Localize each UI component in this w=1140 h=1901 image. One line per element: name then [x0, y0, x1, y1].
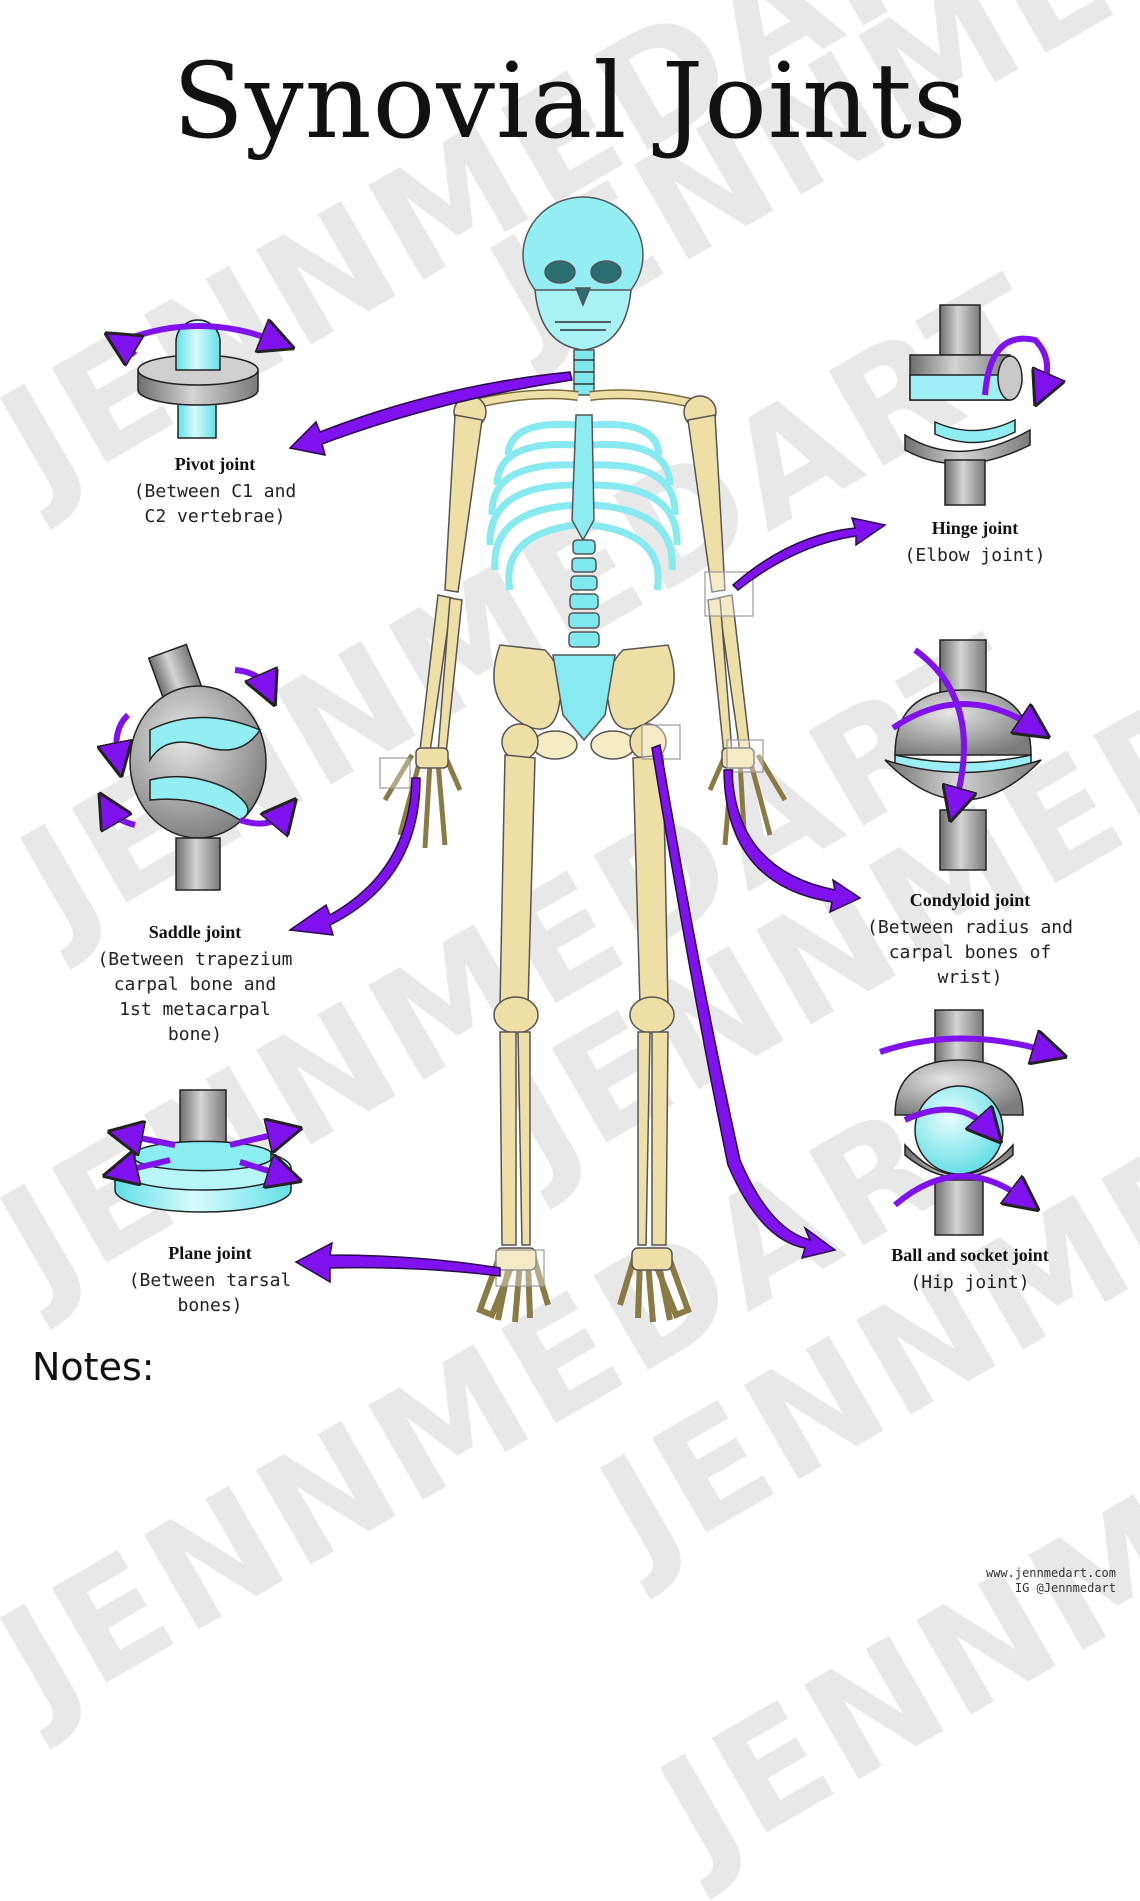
ball-and-socket-joint-label: Ball and socket joint (Hip joint) [845, 1245, 1095, 1295]
pelvis [493, 644, 675, 760]
joint-description: (Elbow joint) [904, 545, 1046, 566]
saddle-joint-icon [108, 643, 285, 891]
right-arm [683, 395, 788, 849]
joint-name: Ball and socket joint [891, 1245, 1049, 1265]
pivot-joint-icon [120, 320, 278, 439]
rib-cage [486, 420, 681, 591]
ball-and-socket-joint-icon [879, 1009, 1050, 1236]
left-arm [382, 395, 487, 849]
joint-description: (Between tarsal bones) [128, 1270, 292, 1316]
joint-name: Plane joint [168, 1243, 252, 1263]
spine [568, 539, 600, 648]
hinge-joint-icon [904, 304, 1047, 506]
skull-icon [522, 196, 644, 351]
joint-description: (Hip joint) [910, 1272, 1030, 1293]
footer: www.jennmedart.com IG @Jennmedart [986, 1566, 1116, 1596]
page-title: Synovial Joints [172, 40, 968, 162]
plane-joint-icon [115, 1089, 291, 1213]
saddle-joint-label: Saddle joint (Between trapezium carpal b… [80, 922, 310, 1047]
joint-description: (Between trapezium carpal bone and 1st m… [97, 949, 293, 1045]
right-leg [617, 723, 692, 1323]
joint-description: (Between radius and carpal bones of wris… [867, 917, 1073, 988]
joint-name: Condyloid joint [909, 890, 1031, 910]
skeleton-diagram [0, 196, 1140, 1323]
notes-label: Notes: [32, 1345, 155, 1389]
joint-name: Pivot joint [174, 454, 256, 474]
website-text: www.jennmedart.com [985, 1566, 1116, 1580]
joint-highlight-boxes [379, 571, 764, 1287]
skeleton [379, 196, 788, 1323]
callout-arrows [287, 371, 887, 1284]
condyloid-joint-label: Condyloid joint (Between radius and carp… [845, 890, 1095, 990]
pivot-joint-label: Pivot joint (Between C1 and C2 vertebrae… [100, 454, 330, 529]
instagram-handle: IG @Jennmedart [1014, 1581, 1116, 1595]
joint-description: (Between C1 and C2 vertebrae) [133, 481, 297, 527]
joint-name: Saddle joint [148, 922, 242, 942]
condyloid-joint-icon [884, 639, 1041, 871]
left-leg [476, 723, 551, 1323]
hinge-joint-label: Hinge joint (Elbow joint) [855, 518, 1095, 568]
plane-joint-label: Plane joint (Between tarsal bones) [95, 1243, 325, 1318]
joint-name: Hinge joint [931, 518, 1019, 538]
